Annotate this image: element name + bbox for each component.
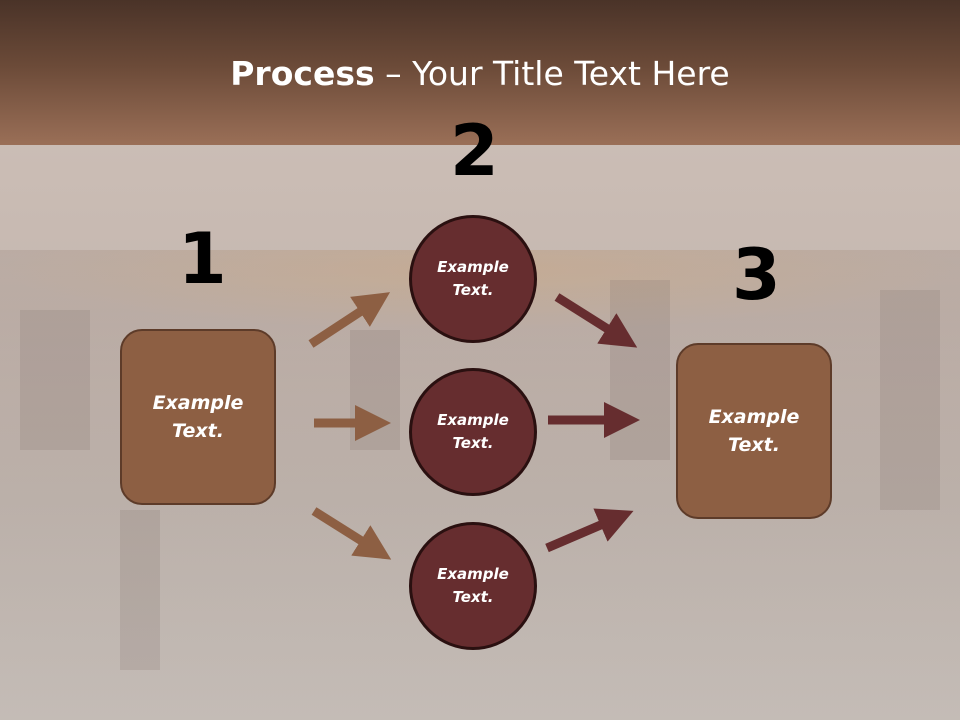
circle-top-text: Example Text. [437, 257, 509, 299]
slide-title: Process – Your Title Text Here [0, 54, 960, 93]
circle-middle: Example Text. [409, 368, 537, 496]
title-bold: Process [230, 54, 375, 93]
arrow-circle-top-to-box3 [554, 293, 638, 348]
circle-top: Example Text. [409, 215, 537, 343]
arrow-box1-to-circle-top [308, 292, 391, 348]
title-bar [0, 0, 960, 145]
circle-bottom-text: Example Text. [437, 564, 509, 606]
circle-middle-text: Example Text. [437, 410, 509, 452]
arrow-box1-to-circle-bottom [311, 507, 392, 560]
step-box-3-text: Example Text. [708, 405, 800, 457]
step-number-3: 3 [732, 234, 781, 316]
title-rest: – Your Title Text Here [374, 54, 730, 93]
step-box-1-text: Example Text. [152, 391, 244, 443]
step-number-2: 2 [450, 110, 499, 192]
step-number-1: 1 [178, 218, 227, 300]
arrow-circle-bottom-to-box3 [545, 508, 634, 553]
step-box-1: Example Text. [120, 329, 276, 505]
circle-bottom: Example Text. [409, 522, 537, 650]
step-box-3: Example Text. [676, 343, 832, 519]
